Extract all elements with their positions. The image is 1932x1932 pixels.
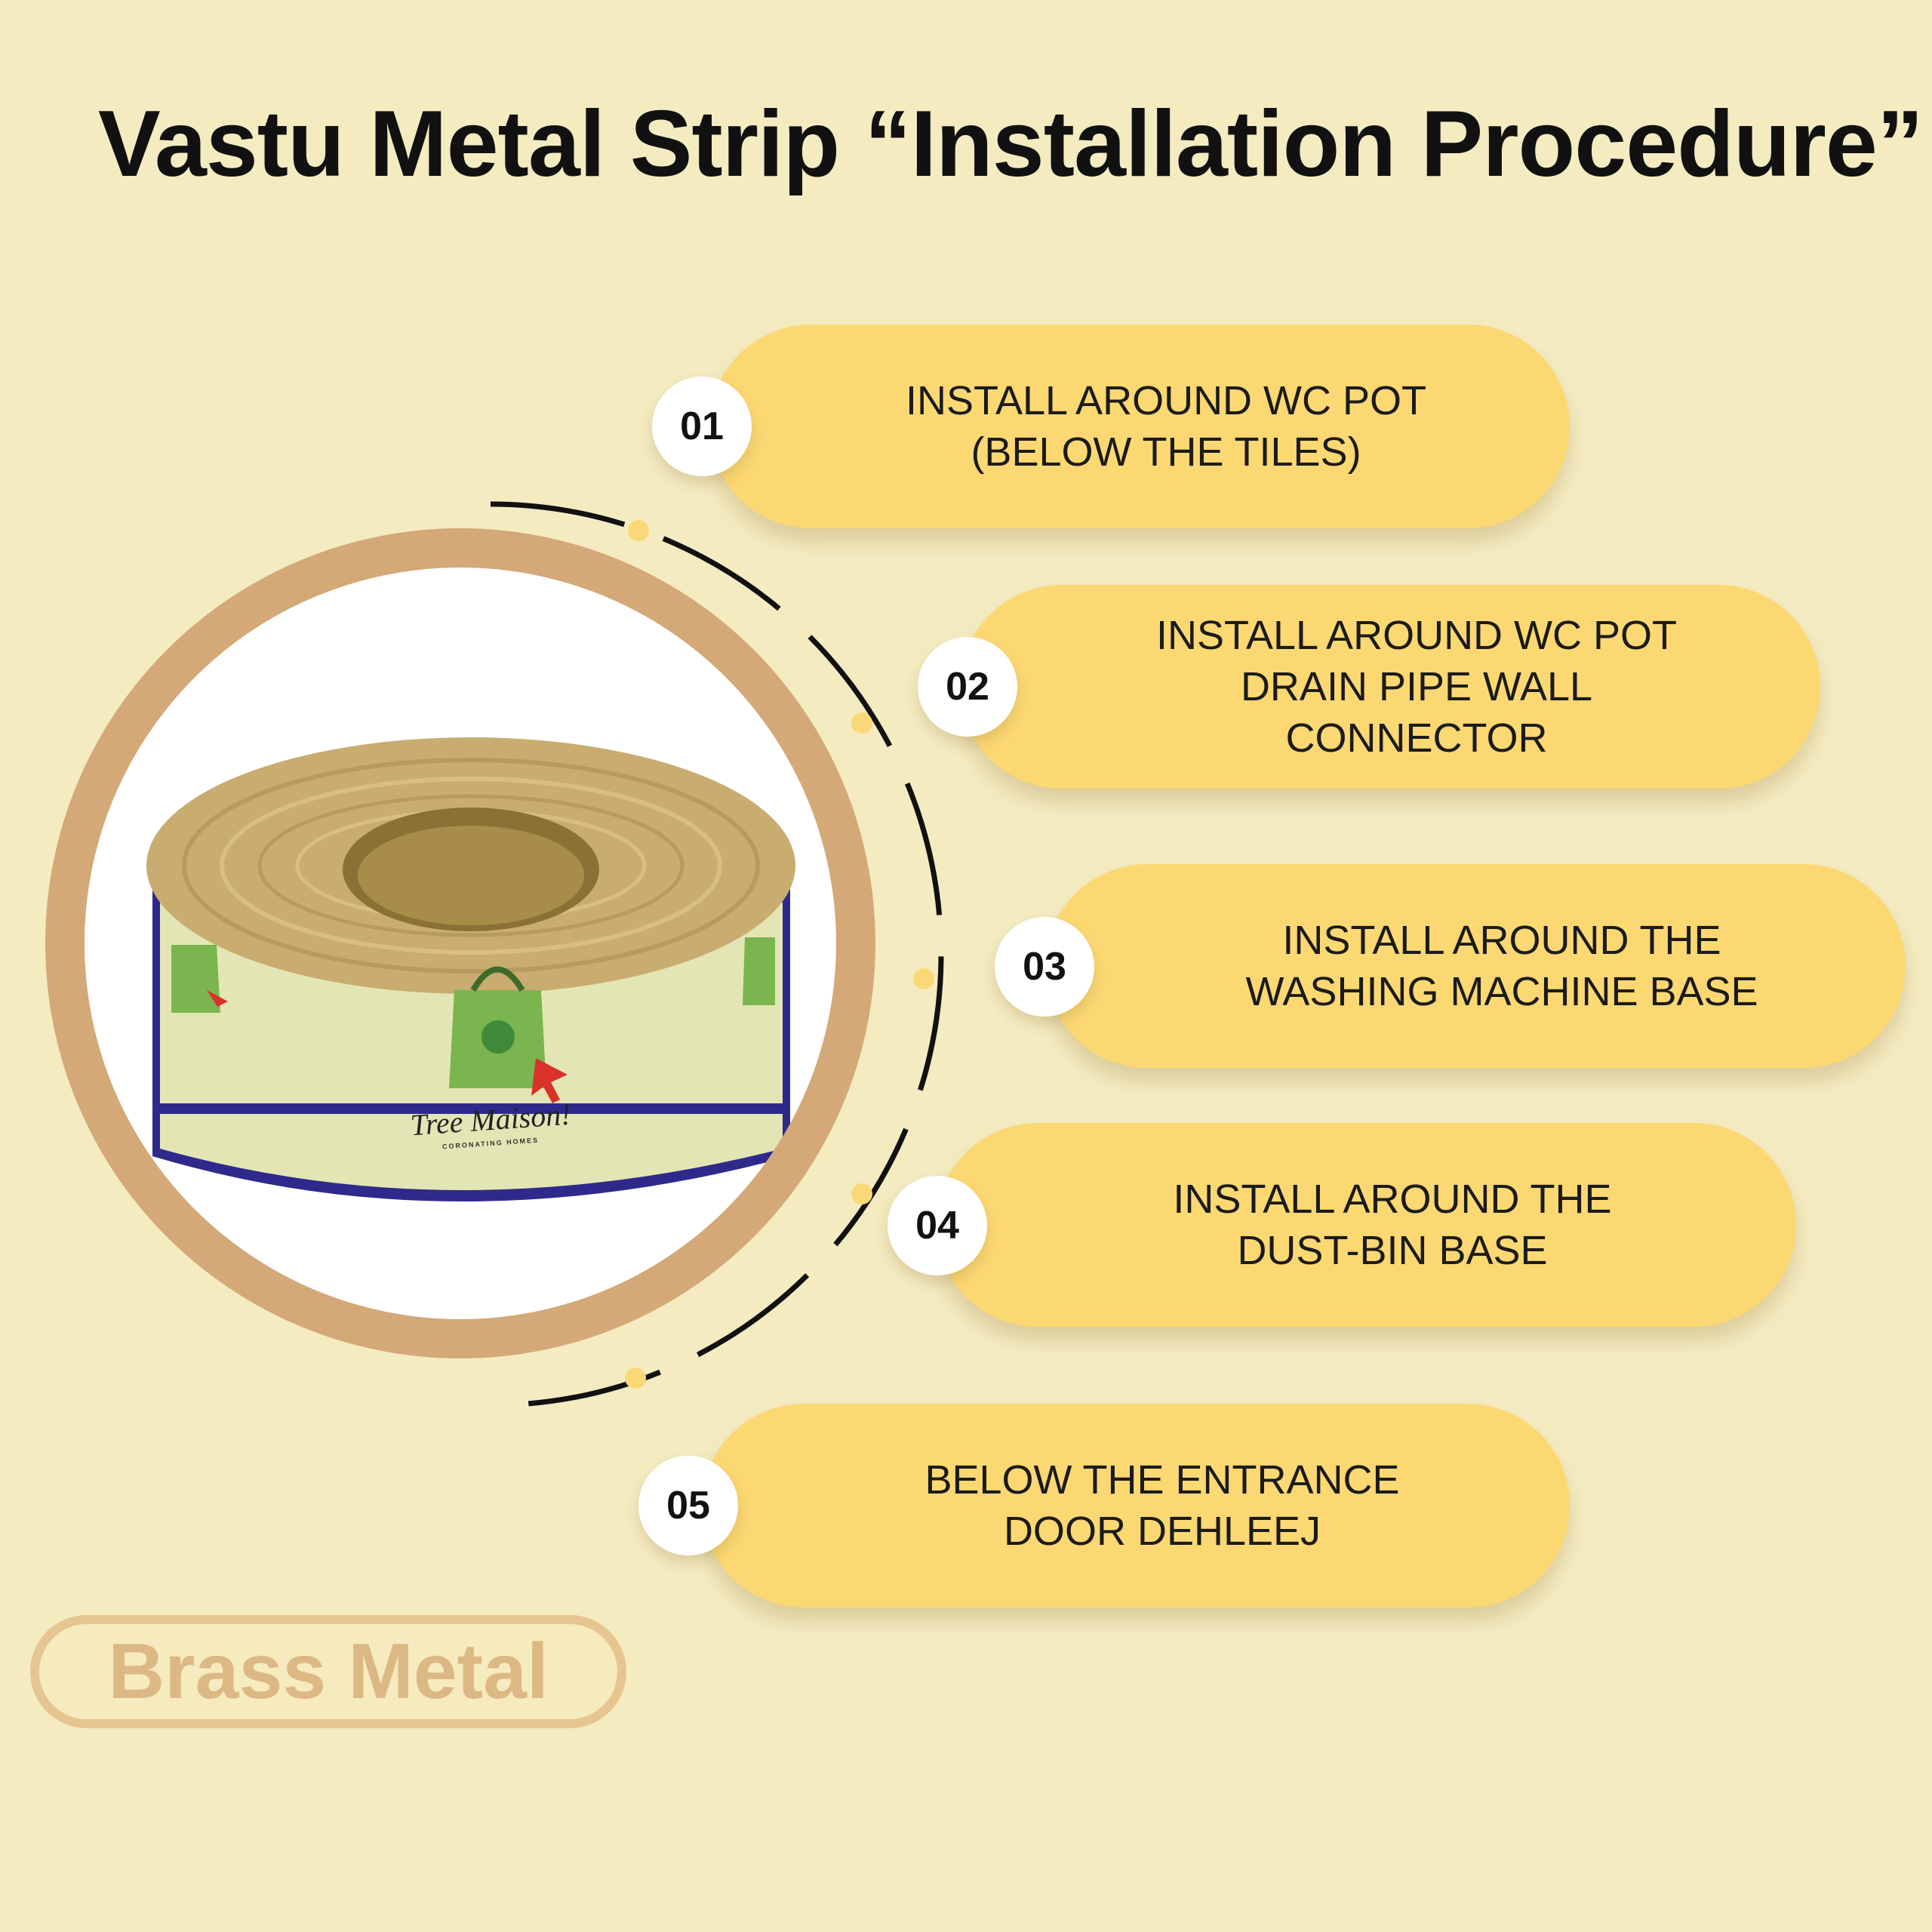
step-4-number: 04 [888,1176,987,1275]
step-5-text: BELOW THE ENTRANCE DOOR DEHLEEJ [924,1457,1400,1554]
step-1: INSTALL AROUND WC POT (BELOW THE TILES) [709,325,1570,528]
page-title: Vastu Metal Strip “Installation Procedur… [98,92,1924,196]
brass-strip-roll-illustration [146,737,795,1201]
step-4-text: INSTALL AROUND THE DUST-BIN BASE [1173,1177,1612,1273]
step-3: INSTALL AROUND THE WASHING MACHINE BASE [1045,864,1906,1068]
step-2-text: INSTALL AROUND WC POT DRAIN PIPE WALL CO… [1155,613,1678,761]
product-image [85,568,836,1319]
material-badge: Brass Metal [30,1615,626,1728]
shopping-bag-logo-icon [449,966,568,1103]
step-5: BELOW THE ENTRANCE DOOR DEHLEEJ [702,1404,1570,1607]
step-4: INSTALL AROUND THE DUST-BIN BASE [936,1123,1796,1327]
step-3-number: 03 [995,917,1094,1017]
step-5-number: 05 [638,1456,738,1555]
step-1-number: 01 [652,377,752,476]
step-2-number: 02 [918,637,1017,737]
step-2: INSTALL AROUND WC POT DRAIN PIPE WALL CO… [960,585,1820,789]
step-1-text: INSTALL AROUND WC POT (BELOW THE TILES) [905,378,1427,475]
step-3-text: INSTALL AROUND THE WASHING MACHINE BASE [1245,918,1758,1014]
